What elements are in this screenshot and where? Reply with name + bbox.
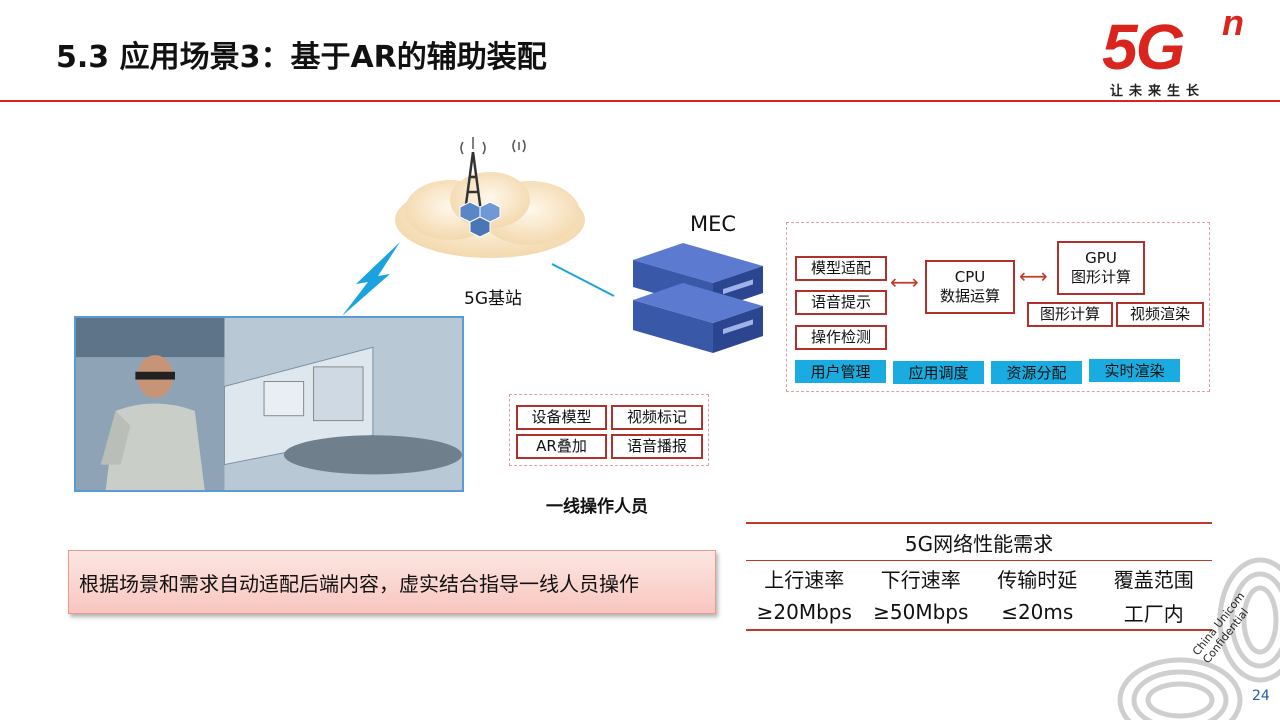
device-function-group	[509, 394, 709, 466]
cpu-box: CPU 数据运算	[925, 260, 1015, 314]
column-value: ≥50Mbps	[873, 600, 969, 624]
operator-label: 一线操作人员	[546, 497, 648, 517]
blue-box-app-schedule: 应用调度	[893, 361, 984, 384]
column-label: 上行速率	[764, 567, 845, 592]
mec-box-operation-detect: 操作检测	[795, 325, 887, 350]
table-top-rule	[746, 522, 1212, 524]
mec-label: MEC	[690, 212, 737, 236]
column-label: 传输时延	[997, 567, 1078, 592]
summary-text: 根据场景和需求自动适配后端内容，虚实结合指导一线人员操作	[79, 571, 639, 596]
watermark-knot-icon	[1117, 557, 1280, 720]
table-row: 上行速率 下行速率 传输时延 覆盖范围	[746, 561, 1212, 595]
device-box-ar-overlay: AR叠加	[516, 434, 607, 459]
double-arrow-icon: ⟷	[890, 270, 919, 294]
wireless-signal-icon	[342, 242, 400, 316]
mec-box-voice-prompt: 语音提示	[795, 290, 887, 315]
cpu-subtitle: 数据运算	[939, 287, 1000, 305]
title-divider	[0, 100, 1280, 102]
device-box-video-mark: 视频标记	[611, 405, 703, 430]
gpu-sub-graphics: 图形计算	[1027, 302, 1113, 327]
logo-slogan: 让未来生长	[1110, 84, 1206, 99]
logo-text: 5G	[1102, 11, 1185, 83]
table-header: 5G网络性能需求	[904, 531, 1054, 556]
summary-callout: 根据场景和需求自动适配后端内容，虚实结合指导一线人员操作	[68, 550, 716, 614]
column-label: 下行速率	[880, 567, 961, 592]
table-header-rule	[746, 560, 1212, 561]
logo-superscript: n	[1222, 2, 1244, 43]
column-value: ≥20Mbps	[756, 600, 852, 624]
mec-function-panel	[786, 222, 1210, 392]
page-title: 5.3 应用场景3：基于AR的辅助装配	[56, 40, 547, 75]
cell-tower-icon	[459, 137, 526, 238]
gpu-sub-video-render: 视频渲染	[1116, 302, 1204, 327]
gpu-subtitle: 图形计算	[1070, 268, 1131, 286]
ar-assembly-photo	[74, 316, 464, 492]
server-icon	[633, 243, 763, 353]
device-box-voice: 语音播报	[611, 434, 703, 459]
table-bottom-rule	[746, 629, 1212, 631]
brand-logo: 5G n 让未来生长	[1100, 2, 1270, 99]
blue-box-user-mgmt: 用户管理	[795, 360, 886, 383]
base-station-label: 5G基站	[464, 289, 522, 309]
blue-box-realtime-render: 实时渲染	[1089, 359, 1180, 382]
table-row: ≥20Mbps ≥50Mbps ≤20ms 工厂内	[746, 595, 1212, 629]
column-label: 覆盖范围	[1113, 567, 1194, 592]
page-number: 24	[1252, 688, 1270, 704]
column-value: 工厂内	[1123, 601, 1184, 626]
cpu-title: CPU	[954, 268, 986, 287]
device-box-model: 设备模型	[516, 405, 607, 430]
mec-box-model-adapt: 模型适配	[795, 256, 887, 281]
gpu-box: GPU 图形计算	[1057, 241, 1145, 295]
blue-box-resource-alloc: 资源分配	[991, 361, 1082, 384]
performance-table: 5G网络性能需求 上行速率 下行速率 传输时延 覆盖范围 ≥20Mbps ≥50…	[746, 522, 1212, 631]
double-arrow-icon: ⟷	[1019, 264, 1048, 288]
gpu-title: GPU	[1085, 249, 1117, 268]
column-value: ≤20ms	[1001, 600, 1074, 624]
connection-line	[551, 263, 615, 297]
